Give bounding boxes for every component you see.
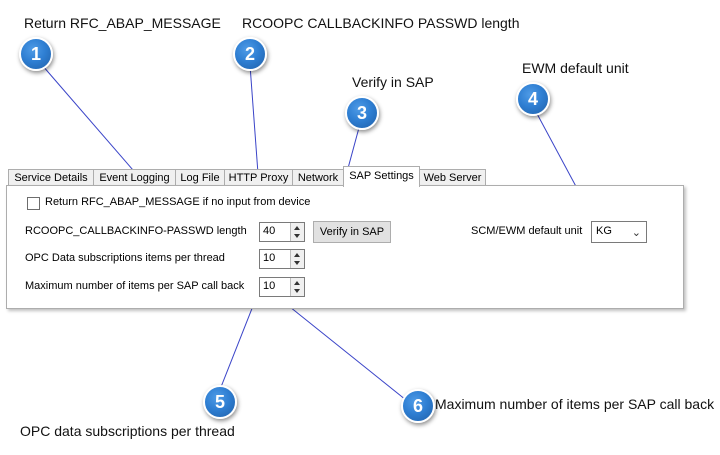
arrow-up-icon[interactable] (294, 253, 300, 257)
arrow-up-icon[interactable] (294, 226, 300, 230)
chevron-down-icon: ⌄ (631, 227, 641, 239)
default-unit-select[interactable]: KG ⌄ (591, 221, 647, 243)
callout-4-text: EWM default unit (522, 60, 629, 76)
max-items-label: Maximum number of items per SAP call bac… (25, 280, 245, 292)
callout-badge-6: 6 (401, 389, 435, 423)
callout-1-text: Return RFC_ABAP_MESSAGE (24, 15, 221, 31)
spinner-arrows[interactable] (290, 223, 304, 241)
callout-badge-2: 2 (233, 37, 267, 71)
verify-in-sap-button[interactable]: Verify in SAP (313, 221, 391, 243)
spinner-arrows[interactable] (290, 278, 304, 296)
tab-http-proxy[interactable]: HTTP Proxy (224, 169, 293, 186)
tab-network[interactable]: Network (292, 169, 344, 186)
tab-web-server[interactable]: Web Server (419, 169, 486, 186)
return-message-label: Return RFC_ABAP_MESSAGE if no input from… (45, 196, 311, 208)
subscriptions-label: OPC Data subscriptions items per thread (25, 252, 225, 264)
settings-window: Service Details Event Logging Log File H… (6, 166, 710, 310)
callout-3-text: Verify in SAP (352, 74, 434, 90)
tab-service-details[interactable]: Service Details (8, 169, 94, 186)
callout-badge-1: 1 (19, 37, 53, 71)
sap-settings-panel: Return RFC_ABAP_MESSAGE if no input from… (6, 185, 684, 309)
subscriptions-spinner[interactable]: 10 (259, 249, 305, 269)
callout-badge-3: 3 (345, 96, 379, 130)
passwd-length-label: RCOOPC_CALLBACKINFO-PASSWD length (25, 225, 247, 237)
arrow-up-icon[interactable] (294, 281, 300, 285)
tab-event-logging[interactable]: Event Logging (93, 169, 176, 186)
arrow-down-icon[interactable] (294, 289, 300, 293)
max-items-value: 10 (263, 280, 276, 292)
spinner-arrows[interactable] (290, 250, 304, 268)
default-unit-value: KG (596, 225, 612, 237)
max-items-spinner[interactable]: 10 (259, 277, 305, 297)
default-unit-label: SCM/EWM default unit (471, 225, 583, 237)
callout-badge-5: 5 (203, 385, 237, 419)
leader-line-6 (289, 306, 407, 401)
callout-6-text: Maximum number of items per SAP call bac… (435, 396, 715, 412)
passwd-length-value: 40 (263, 225, 276, 237)
tab-sap-settings[interactable]: SAP Settings (343, 166, 420, 187)
passwd-length-spinner[interactable]: 40 (259, 222, 305, 242)
callout-2-text: RCOOPC CALLBACKINFO PASSWD length (242, 15, 520, 31)
tab-log-file[interactable]: Log File (175, 169, 225, 186)
subscriptions-value: 10 (263, 252, 276, 264)
arrow-down-icon[interactable] (294, 234, 300, 238)
callout-badge-4: 4 (516, 82, 550, 116)
callout-5-text: OPC data subscriptions per thread (20, 423, 235, 439)
return-message-checkbox[interactable] (27, 197, 40, 210)
arrow-down-icon[interactable] (294, 261, 300, 265)
